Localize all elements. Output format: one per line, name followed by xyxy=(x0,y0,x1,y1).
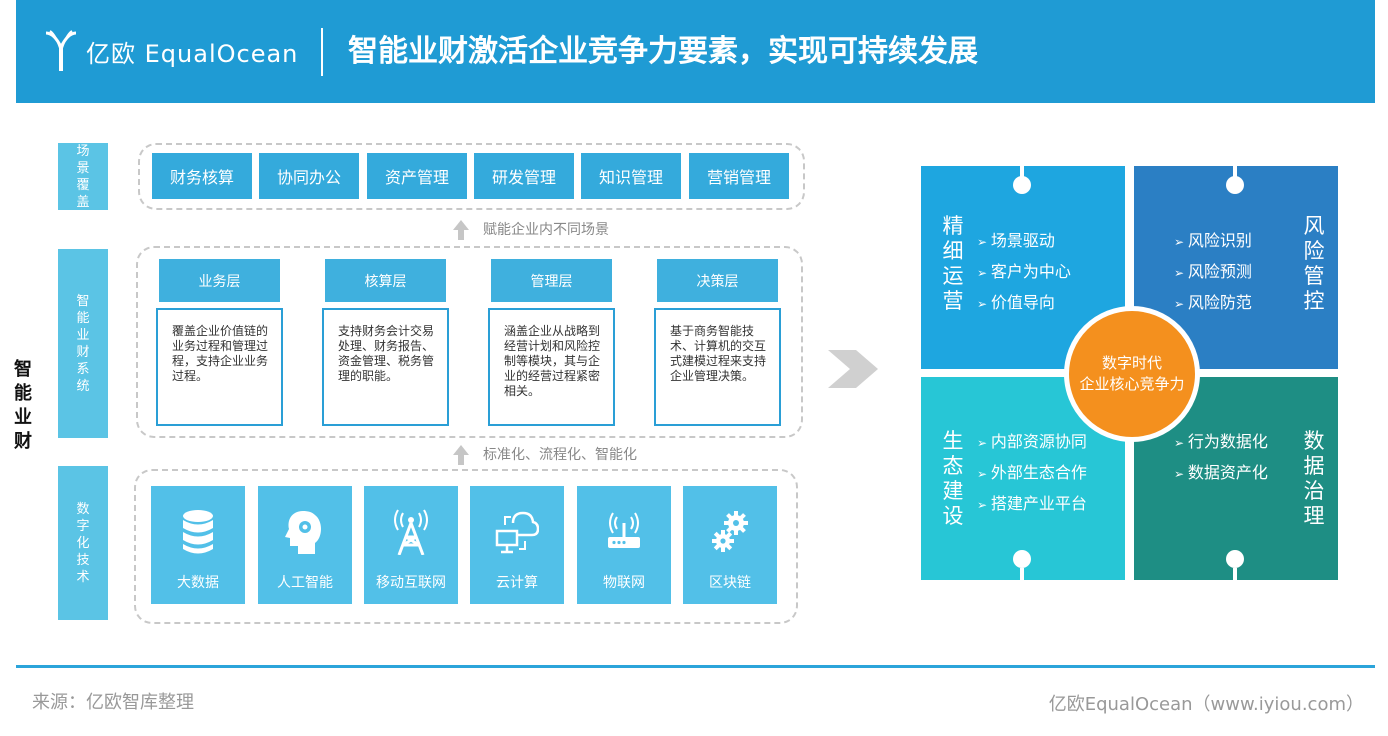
scene-button[interactable]: 财务核算 xyxy=(152,153,252,199)
scene-button[interactable]: 研发管理 xyxy=(474,153,574,199)
center-circle: 数字时代 企业核心竞争力 xyxy=(1064,306,1200,442)
arrow-up-top xyxy=(453,220,469,240)
center-line1: 数字时代 xyxy=(1101,354,1162,372)
quadrant-item: 客户为中心 xyxy=(977,257,1071,288)
big-right-arrow-icon xyxy=(828,350,878,388)
layer-description: 覆盖企业价值链的业务过程和管理过程，支持企业业务过程。 xyxy=(156,308,283,426)
layer-title: 管理层 xyxy=(491,259,612,302)
connector-stem xyxy=(1020,568,1024,580)
quadrant-item: 外部生态合作 xyxy=(977,458,1087,489)
layer-description: 支持财务会计交易处理、财务报告、资金管理、税务管理的职能。 xyxy=(322,308,449,426)
footer-divider xyxy=(16,665,1375,668)
scene-coverage-label: 场景覆盖 xyxy=(58,143,108,210)
tech-label: 人工智能 xyxy=(277,575,333,591)
tech-label: 区块链 xyxy=(709,575,751,591)
header-divider xyxy=(321,28,323,76)
connector-knob xyxy=(1013,176,1031,194)
connector-stem xyxy=(1020,166,1024,178)
quadrant-item: 价值导向 xyxy=(977,288,1071,319)
scene-button[interactable]: 知识管理 xyxy=(581,153,681,199)
scene-coverage-label-text: 场景覆盖 xyxy=(76,143,90,210)
scenes-container xyxy=(138,143,805,210)
scene-button[interactable]: 营销管理 xyxy=(689,153,789,199)
scene-button[interactable]: 资产管理 xyxy=(367,153,467,199)
system-label-text: 智能业财系统 xyxy=(76,293,90,394)
router-icon xyxy=(600,504,648,560)
quadrant-item: 行为数据化 xyxy=(1174,427,1268,458)
logo: 亿欧 EqualOcean xyxy=(44,26,298,76)
quadrant-item: 场景驱动 xyxy=(977,226,1071,257)
tech-container xyxy=(134,469,798,624)
page-title: 智能业财激活企业竞争力要素，实现可持续发展 xyxy=(348,34,978,69)
caption-top: 赋能企业内不同场景 xyxy=(483,222,609,238)
database-icon xyxy=(174,504,222,560)
main-label-text: 智能业财 xyxy=(14,359,32,452)
system-label: 智能业财系统 xyxy=(58,249,108,438)
system-container xyxy=(136,246,803,438)
scene-button[interactable]: 协同办公 xyxy=(259,153,359,199)
gears-icon xyxy=(706,504,754,560)
ai-head-icon xyxy=(281,504,329,560)
tech-card: 人工智能 xyxy=(258,486,352,604)
main-label: 智能业财 xyxy=(6,358,40,454)
layer-description: 基于商务智能技术、计算机的交互式建模过程来支持企业管理决策。 xyxy=(654,308,781,426)
quadrant-item: 数据资产化 xyxy=(1174,458,1268,489)
quadrant-title: 精细运营 xyxy=(942,214,964,313)
quadrant-title: 生态建设 xyxy=(942,429,964,528)
caption-bottom: 标准化、流程化、智能化 xyxy=(483,447,637,463)
tech-label-text: 数字化技术 xyxy=(76,501,90,585)
quadrant-item: 风险预测 xyxy=(1174,257,1252,288)
equalocean-logo-icon xyxy=(45,30,77,71)
footer-credit: 亿欧EqualOcean（www.iyiou.com） xyxy=(1048,694,1364,715)
tech-card: 移动互联网 xyxy=(364,486,458,604)
connector-stem xyxy=(1233,166,1237,178)
tech-card: 物联网 xyxy=(577,486,671,604)
tech-label: 物联网 xyxy=(603,575,645,591)
footer-source: 来源：亿欧智库整理 xyxy=(32,692,194,713)
tech-label: 云计算 xyxy=(496,575,538,591)
quadrant-item: 内部资源协同 xyxy=(977,427,1087,458)
quadrant-items: 行为数据化数据资产化 xyxy=(1174,427,1268,489)
quadrant-title: 数据治理 xyxy=(1303,429,1325,528)
quadrant-items: 内部资源协同外部生态合作搭建产业平台 xyxy=(977,427,1087,520)
quadrant-items: 风险识别风险预测风险防范 xyxy=(1174,226,1252,319)
layer-title: 决策层 xyxy=(657,259,778,302)
tech-label: 移动互联网 xyxy=(376,575,446,591)
tech-card: 区块链 xyxy=(683,486,777,604)
arrow-up-bottom xyxy=(453,445,469,465)
center-line2: 企业核心竞争力 xyxy=(1079,375,1185,393)
tech-card: 大数据 xyxy=(151,486,245,604)
quadrant-item: 风险防范 xyxy=(1174,288,1252,319)
quadrant-title: 风险管控 xyxy=(1303,214,1325,313)
connector-knob xyxy=(1013,550,1031,568)
connector-knob xyxy=(1226,176,1244,194)
cloud-computing-icon xyxy=(493,504,541,560)
layer-description: 涵盖企业从战略到经营计划和风险控制等模块，其与企业的经营过程紧密相关。 xyxy=(488,308,615,426)
header-bar xyxy=(16,0,1375,103)
tech-card: 云计算 xyxy=(470,486,564,604)
layer-title: 业务层 xyxy=(159,259,280,302)
signal-tower-icon xyxy=(387,504,435,560)
layer-title: 核算层 xyxy=(325,259,446,302)
connector-stem xyxy=(1233,568,1237,580)
tech-label: 大数据 xyxy=(177,575,219,591)
quadrant-card: 精细运营场景驱动客户为中心价值导向 xyxy=(921,166,1125,369)
logo-text: 亿欧 EqualOcean xyxy=(86,39,299,68)
connector-knob xyxy=(1226,550,1244,568)
quadrant-item: 风险识别 xyxy=(1174,226,1252,257)
quadrant-items: 场景驱动客户为中心价值导向 xyxy=(977,226,1071,319)
quadrant-item: 搭建产业平台 xyxy=(977,489,1087,520)
tech-label: 数字化技术 xyxy=(58,466,108,620)
